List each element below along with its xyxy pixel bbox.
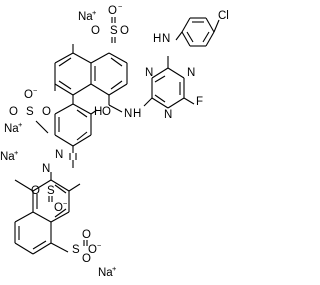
bonds bbox=[14, 17, 220, 255]
atom-label: + bbox=[112, 264, 117, 273]
atom-label: O bbox=[120, 25, 129, 37]
atom-label: Cl bbox=[218, 10, 229, 22]
atom-label: O bbox=[82, 229, 91, 241]
atom-label: − bbox=[63, 199, 68, 208]
atom-label: Na bbox=[0, 151, 15, 163]
atom-label: O bbox=[31, 185, 40, 197]
atom-label: S bbox=[110, 25, 118, 37]
atom-label: + bbox=[14, 148, 19, 157]
atom-label: O bbox=[9, 106, 18, 118]
atom-label: H bbox=[133, 108, 141, 120]
atom-label: N bbox=[164, 109, 172, 121]
atom-label: O bbox=[102, 106, 111, 118]
atom-label: − bbox=[118, 2, 123, 11]
atom-label: S bbox=[47, 185, 55, 197]
atom-label: O bbox=[54, 202, 63, 214]
atom-label: O bbox=[91, 25, 100, 37]
atom-labels: Na + O − S O O Cl H N N N N F N H H O S … bbox=[0, 2, 229, 279]
atom-label: H bbox=[153, 33, 161, 45]
atom-label: − bbox=[97, 241, 102, 250]
atom-label: N bbox=[55, 149, 63, 161]
molecule-structure: Na + O − S O O Cl H N N N N F N H H O S … bbox=[0, 2, 229, 279]
atom-label: O bbox=[108, 5, 117, 17]
atom-label: Na bbox=[98, 267, 113, 279]
atom-label: + bbox=[92, 8, 97, 17]
atom-label: O bbox=[88, 244, 97, 256]
atom-label: − bbox=[33, 86, 38, 95]
atom-label: N bbox=[124, 108, 132, 120]
atom-label: Na bbox=[78, 11, 93, 23]
atom-label: O bbox=[42, 106, 51, 118]
atom-label: H bbox=[94, 106, 102, 118]
atom-label: Na bbox=[4, 123, 19, 135]
atom-label: + bbox=[18, 120, 23, 129]
atom-label: N bbox=[187, 67, 195, 79]
atom-label: N bbox=[162, 33, 170, 45]
atom-label: O bbox=[82, 253, 91, 265]
atom-label: N bbox=[145, 67, 153, 79]
atom-label: S bbox=[26, 106, 34, 118]
atom-label: F bbox=[196, 96, 203, 108]
atom-label: O bbox=[24, 89, 33, 101]
atom-label: S bbox=[72, 244, 80, 256]
atom-label: N bbox=[42, 163, 50, 175]
